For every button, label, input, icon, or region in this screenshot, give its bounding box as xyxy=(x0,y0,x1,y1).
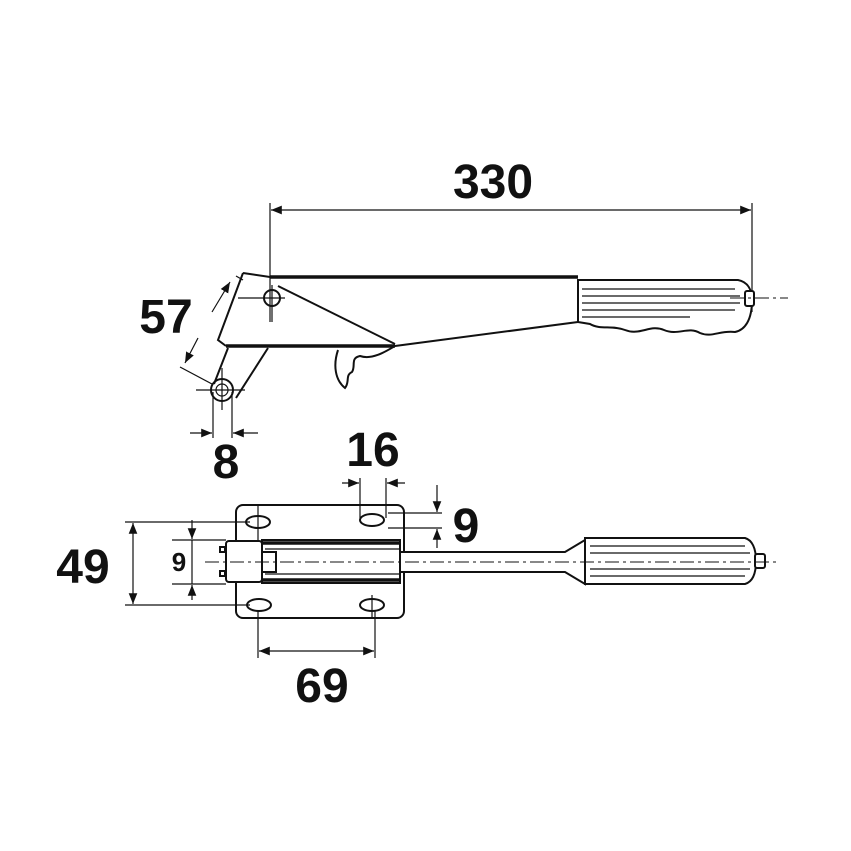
lever-arm xyxy=(213,272,788,399)
dimension-label-8: 8 xyxy=(213,436,240,489)
slot xyxy=(359,513,385,527)
dimension-57: 57 xyxy=(139,275,244,385)
dimension-16: 16 xyxy=(342,424,405,518)
dimension-9-slot: 9 xyxy=(388,485,479,553)
dimension-330: 330 xyxy=(269,156,753,322)
link-hole xyxy=(196,368,245,410)
dimension-label-9-slot: 9 xyxy=(453,500,480,553)
dimension-8: 8 xyxy=(190,392,258,489)
dimension-9-body: 9 xyxy=(172,520,226,600)
dimension-label-69: 69 xyxy=(295,660,348,713)
dimension-label-9-body: 9 xyxy=(172,547,186,577)
pivot-hole xyxy=(238,285,285,322)
lever-rod xyxy=(205,537,780,586)
dimension-49: 49 xyxy=(56,521,250,606)
dimension-label-57: 57 xyxy=(139,291,192,344)
dimension-label-49: 49 xyxy=(56,541,109,594)
dimension-label-16: 16 xyxy=(346,424,399,477)
top-view: 49 9 16 9 xyxy=(56,424,780,713)
dimension-label-330: 330 xyxy=(453,156,533,209)
side-view: 330 xyxy=(139,156,788,489)
slot xyxy=(246,598,272,612)
dimension-69: 69 xyxy=(257,610,376,713)
